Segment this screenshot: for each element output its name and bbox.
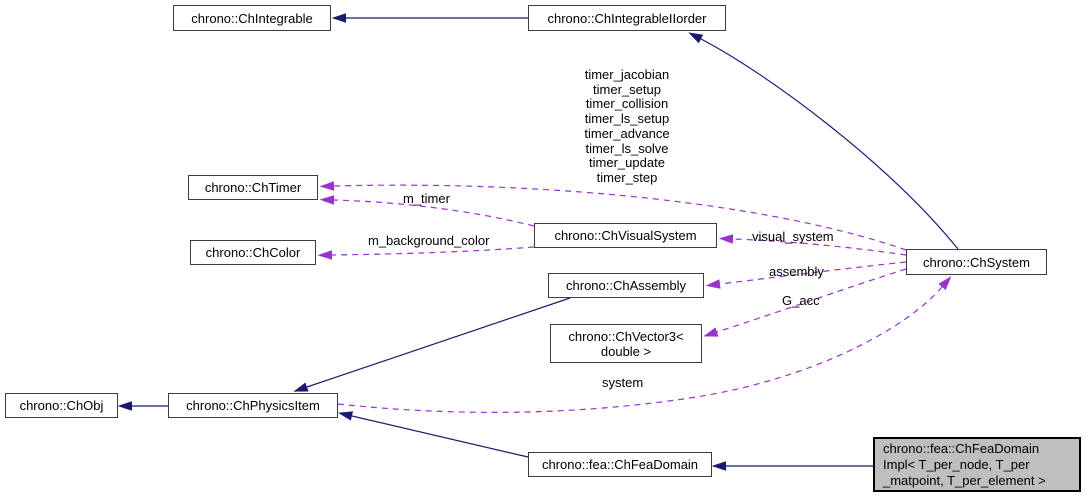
node-label: chrono::ChVisualSystem — [554, 228, 697, 243]
node-chrono-chsystem[interactable]: chrono::ChSystem — [906, 249, 1047, 275]
edge-label-timer-collision: timer_collision — [585, 96, 669, 112]
node-label: chrono::ChAssembly — [566, 278, 686, 293]
edge-label-timer-fields: timer_jacobian timer_setup timer_collisi… — [547, 67, 707, 186]
edge-chvisualsystem-to-chtimer-mtimer — [319, 195, 535, 227]
node-chrono-fea-chfeadomain[interactable]: chrono::fea::ChFeaDomain — [528, 452, 712, 477]
node-label: chrono::ChColor — [205, 245, 301, 260]
node-label-line2: Impl< T_per_node, T_per — [883, 456, 1030, 472]
edge-label-timer-update: timer_update — [589, 155, 665, 171]
node-chrono-chassembly[interactable]: chrono::ChAssembly — [548, 273, 704, 298]
edge-label-timer-step: timer_step — [596, 169, 658, 185]
node-label: chrono::fea::ChFeaDomain — [541, 457, 699, 472]
edge-chfeadomain-to-chphysicsitem — [337, 411, 529, 458]
edge-chsystem-to-chtimer-timers — [319, 181, 907, 251]
node-label-line2: double > — [600, 343, 652, 359]
edge-chsystem-to-integrableiiorder — [688, 32, 959, 250]
node-chrono-fea-chfeadomainimpl: chrono::fea::ChFeaDomain Impl< T_per_nod… — [873, 437, 1081, 492]
edge-chvisualsystem-to-chcolor — [317, 246, 535, 260]
edge-label-system: system — [602, 375, 644, 390]
node-label: chrono::ChObj — [19, 398, 104, 413]
edge-label-visual-system: visual_system — [752, 229, 834, 244]
edge-chsystem-to-chassembly — [705, 261, 907, 289]
node-chrono-chphysicsitem[interactable]: chrono::ChPhysicsItem — [168, 393, 338, 418]
edge-label-timer-setup: timer_setup — [593, 81, 661, 97]
node-label: chrono::ChPhysicsItem — [186, 398, 320, 413]
node-chrono-chintegrableiiorder[interactable]: chrono::ChIntegrableIIorder — [528, 5, 726, 31]
node-chrono-chvisualsystem[interactable]: chrono::ChVisualSystem — [534, 223, 717, 248]
node-label: chrono::ChSystem — [923, 254, 1030, 270]
edge-chassembly-to-chphysicsitem — [293, 297, 571, 392]
node-chrono-chvector3-double[interactable]: chrono::ChVector3< double > — [550, 324, 702, 363]
edge-label-assembly: assembly — [769, 264, 824, 279]
node-chrono-chobj[interactable]: chrono::ChObj — [5, 393, 118, 418]
edge-label-timer-ls-setup: timer_ls_setup — [584, 111, 670, 127]
edge-label-timer-jacobian: timer_jacobian — [584, 67, 670, 82]
node-chrono-chcolor[interactable]: chrono::ChColor — [190, 240, 316, 265]
edge-label-m-background-color: m_background_color — [368, 233, 490, 248]
node-label: chrono::ChIntegrable — [191, 10, 313, 26]
node-label-line1: chrono::fea::ChFeaDomain — [883, 440, 1040, 456]
edge-chphysicsitem-to-chsystem — [337, 276, 952, 413]
node-chrono-chintegrable[interactable]: chrono::ChIntegrable — [173, 5, 331, 31]
edge-label-timer-ls-solve: timer_ls_solve — [585, 140, 669, 156]
edge-label-m-timer: m_timer — [403, 191, 450, 206]
node-label: chrono::ChIntegrableIIorder — [547, 10, 707, 26]
node-label-line1: chrono::ChVector3< — [568, 328, 684, 344]
node-chrono-chtimer[interactable]: chrono::ChTimer — [188, 175, 318, 200]
edge-label-g-acc: G_acc — [782, 293, 820, 308]
node-label-line3: _matpoint, T_per_element > — [883, 472, 1046, 488]
edge-label-timer-advance: timer_advance — [584, 125, 670, 141]
node-label: chrono::ChTimer — [204, 180, 302, 195]
